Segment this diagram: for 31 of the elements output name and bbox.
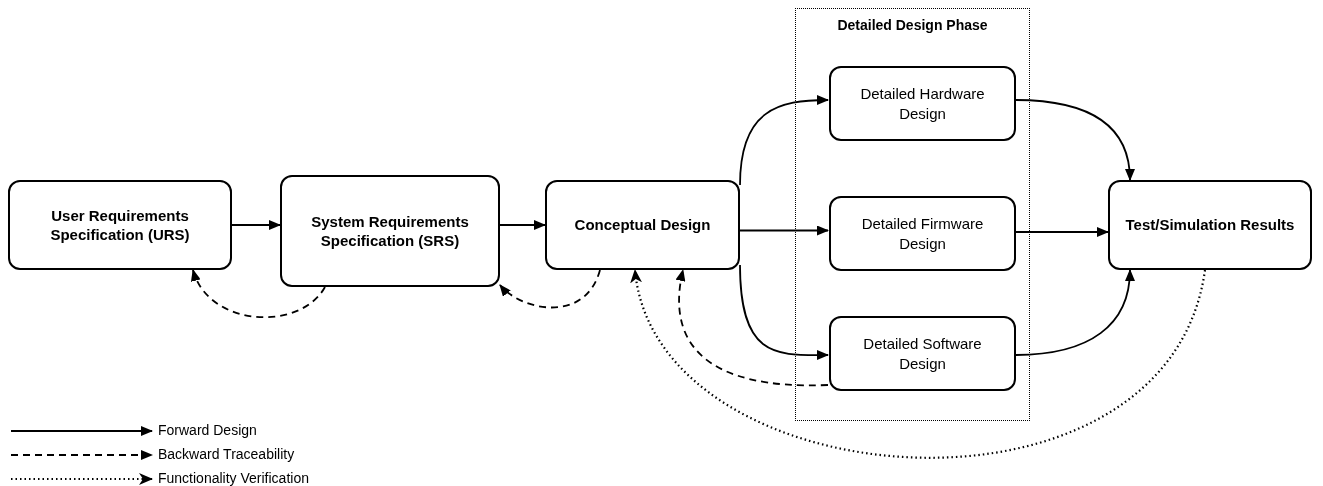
box-label: Detailed Software Design: [862, 334, 983, 373]
box-label: System Requirements Specification (SRS): [310, 211, 470, 251]
box-label: Conceptual Design: [574, 215, 711, 235]
box-label: Detailed Hardware Design: [859, 84, 986, 123]
process-box: [8, 180, 232, 270]
arrow: [739, 264, 829, 361]
arrow: [1014, 269, 1135, 356]
arrow: [192, 269, 326, 318]
process-box: [280, 175, 500, 287]
process-box: [545, 180, 740, 270]
arrow: [499, 269, 601, 309]
box-label: User Requirements Specification (URS): [49, 205, 191, 245]
arrow: [676, 269, 829, 387]
arrow: [1014, 99, 1135, 181]
process-box: [829, 196, 1016, 271]
process-box: [829, 316, 1016, 391]
arrow: [231, 220, 281, 230]
box-label: Test/Simulation Results: [1125, 215, 1295, 235]
arrow: [499, 220, 546, 230]
arrow: [1014, 227, 1109, 237]
process-box: [829, 66, 1016, 141]
arrow: [739, 225, 829, 236]
box-label: Detailed Firmware Design: [860, 214, 985, 253]
legend-label: Backward Traceability: [158, 445, 295, 464]
legend-label: Forward Design: [158, 421, 257, 440]
process-box: [1108, 180, 1312, 270]
arrow: [632, 269, 1207, 459]
arrow: [739, 95, 829, 186]
legend-label: Functionality Verification: [158, 469, 309, 486]
group-title: Detailed Design Phase: [836, 16, 989, 35]
group-frame: [795, 8, 1030, 421]
